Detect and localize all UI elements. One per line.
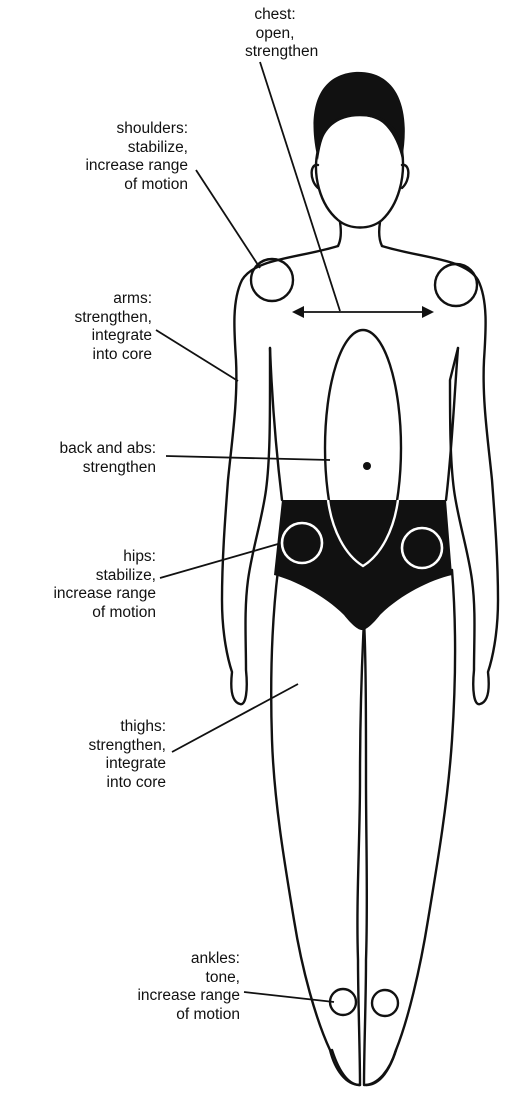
label-back-abs-name: back and abs: bbox=[4, 440, 156, 459]
label-shoulders: shoulders: stabilize, increase range of … bbox=[46, 120, 188, 194]
arrow-right bbox=[422, 306, 434, 318]
label-thighs: thighs: strengthen, integrate into core bbox=[4, 718, 166, 792]
label-chest: chest: open, strengthen bbox=[245, 6, 305, 62]
ankle-circle-right bbox=[372, 990, 398, 1016]
arrow-left bbox=[292, 306, 304, 318]
label-hips: hips: stabilize, increase range of motio… bbox=[4, 548, 156, 622]
label-shoulders-name: shoulders: bbox=[46, 120, 188, 139]
label-chest-name: chest: bbox=[245, 6, 305, 25]
shoulder-circle-right bbox=[435, 264, 477, 306]
label-ankles: ankles: tone, increase range of motion bbox=[84, 950, 240, 1024]
leader-shoulders bbox=[196, 170, 260, 268]
label-arms-name: arms: bbox=[4, 290, 152, 309]
head bbox=[316, 115, 403, 228]
label-hips-name: hips: bbox=[4, 548, 156, 567]
navel bbox=[363, 462, 371, 470]
label-thighs-name: thighs: bbox=[4, 718, 166, 737]
right-leg bbox=[364, 570, 455, 1085]
label-arms: arms: strengthen, integrate into core bbox=[4, 290, 152, 364]
label-back-abs: back and abs: strengthen bbox=[4, 440, 156, 477]
left-leg bbox=[271, 570, 364, 1085]
leader-hips bbox=[160, 544, 278, 578]
leader-ankles bbox=[244, 992, 334, 1002]
leader-arms bbox=[156, 330, 238, 381]
leader-thighs bbox=[172, 684, 298, 752]
leader-back-abs bbox=[166, 456, 330, 460]
label-ankles-name: ankles: bbox=[84, 950, 240, 969]
